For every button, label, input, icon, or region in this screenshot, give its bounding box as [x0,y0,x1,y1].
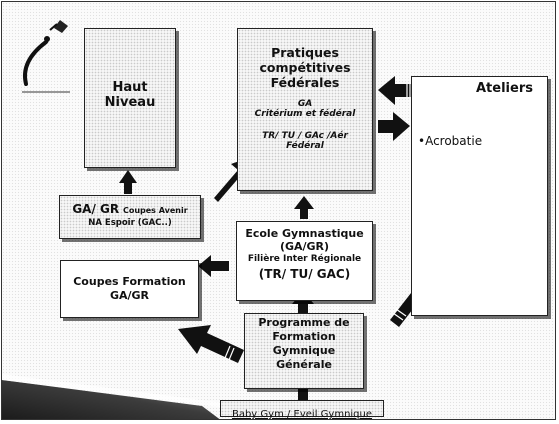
ecole-line4: (TR/ TU/ GAC) [258,267,351,281]
haut-niveau-title: Haut Niveau [104,80,156,110]
coupes-formation-line1: Coupes Formation [73,275,186,288]
coupes-formation-line2: GA/GR [109,289,150,302]
arrow-ecole-to-coupes-formation [198,255,229,277]
box-ga-gr-coupes-avenir: GA/ GR Coupes Avenir NA Espoir (GAC..) [59,195,201,239]
box-programme-formation: Programme de Formation Gymnique Générale [244,313,364,389]
coupes-avenir-label: Coupes Avenir [122,206,188,215]
ecole-line1: Ecole Gymnastique [245,227,364,240]
arrow-ecole-to-pratiques [294,196,314,219]
programme-line2: Formation [272,330,336,343]
baby-gym-label: Baby Gym / Eveil Gymnique [231,409,373,420]
arrow-programme-to-coupes-formation [178,325,244,363]
pratiques-title-line2: compétitives [259,60,351,75]
coupes-avenir-ga-gr: GA/ GR [72,202,120,216]
pratiques-tr-line: TR/ TU / GAc /Aér [262,131,348,141]
pratiques-title-line1: Pratiques [271,45,339,60]
pratiques-title-line3: Fédérales [270,75,340,90]
box-coupes-formation: Coupes Formation GA/GR [60,260,199,318]
arrow-ateliers-to-pratiques [378,76,413,105]
box-ecole-gymnastique: Ecole Gymnastique (GA/GR) Filière Inter … [236,221,373,301]
ateliers-title: Ateliers [476,81,533,96]
arrow-coupes-to-haut-niveau [119,170,137,194]
pratiques-ga: GA [297,99,313,109]
gymnast-swoosh-logo [22,20,70,93]
box-pratiques-competitives: Pratiques compétitives Fédérales GA Crit… [237,28,373,191]
arrows-layer [2,20,457,419]
ecole-line3: Filière Inter Régionale [247,254,362,264]
box-baby-gym: Baby Gym / Eveil Gymnique [220,400,384,420]
corner-wedge-highlight [2,374,232,408]
ecole-line2: (GA/GR) [279,240,330,253]
pratiques-federal: Fédéral [286,141,324,151]
arrow-pratiques-to-ateliers [378,112,410,141]
box-haut-niveau: Haut Niveau [84,28,176,168]
coupes-avenir-line1: GA/ GR Coupes Avenir [60,202,200,216]
ateliers-item-acrobatie: •Acrobatie [418,134,483,148]
programme-line3: Gymnique [272,344,336,357]
pratiques-criterium: Critérium et fédéral [254,109,356,119]
box-ateliers: Ateliers •Acrobatie [411,76,548,316]
corner-wedge [2,380,220,419]
coupes-avenir-line2: NA Espoir (GAC..) [88,218,172,228]
programme-line4: Générale [276,358,332,371]
programme-line1: Programme de [258,316,350,329]
